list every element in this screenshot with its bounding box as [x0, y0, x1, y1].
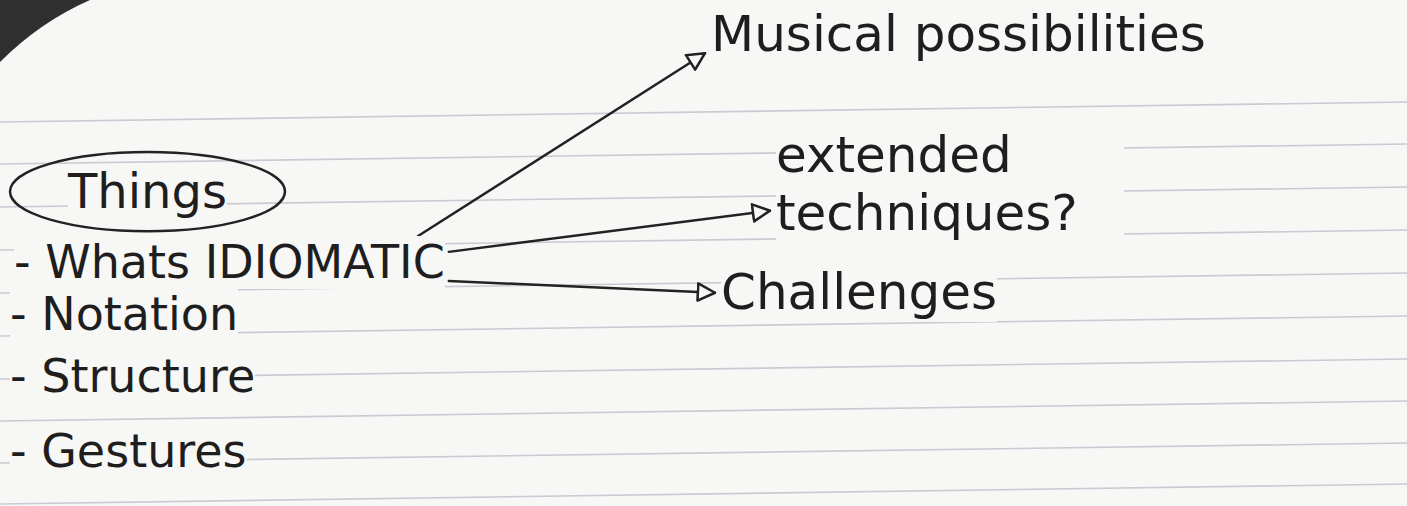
list-item: - Structure [10, 350, 255, 403]
branch-note: Musical possibilities [705, 4, 1212, 66]
list-item: - Whats IDIOMATIC [10, 236, 449, 289]
note-text: Musical possibilities [711, 6, 1206, 64]
note-text: Things [68, 164, 227, 219]
note-text: - Whats IDIOMATIC [14, 236, 445, 289]
list-item: - Gestures [10, 425, 247, 478]
arrow-connector [449, 211, 770, 252]
list-holder: - Notation [10, 288, 238, 341]
list-holder: - Structure [10, 350, 255, 403]
branch-note: Challenges [715, 262, 1003, 324]
ruling-line [0, 401, 1407, 421]
ruling-line [0, 144, 1407, 164]
arrow-connector [418, 53, 705, 236]
ruling-line [0, 102, 1407, 122]
circle-outline [10, 152, 285, 231]
branch-note: extended techniques? [770, 125, 1130, 244]
note-text: Challenges [721, 264, 997, 322]
list-holder: - Gestures [10, 425, 247, 478]
ruling-line [0, 484, 1407, 504]
ruling-lines [0, 102, 1407, 504]
arrow-connector [449, 281, 715, 293]
list-item: - Notation [10, 288, 238, 341]
circled-heading: Things [8, 150, 287, 233]
page-shadow [0, 0, 90, 62]
note-text: extended techniques? [776, 127, 1124, 242]
